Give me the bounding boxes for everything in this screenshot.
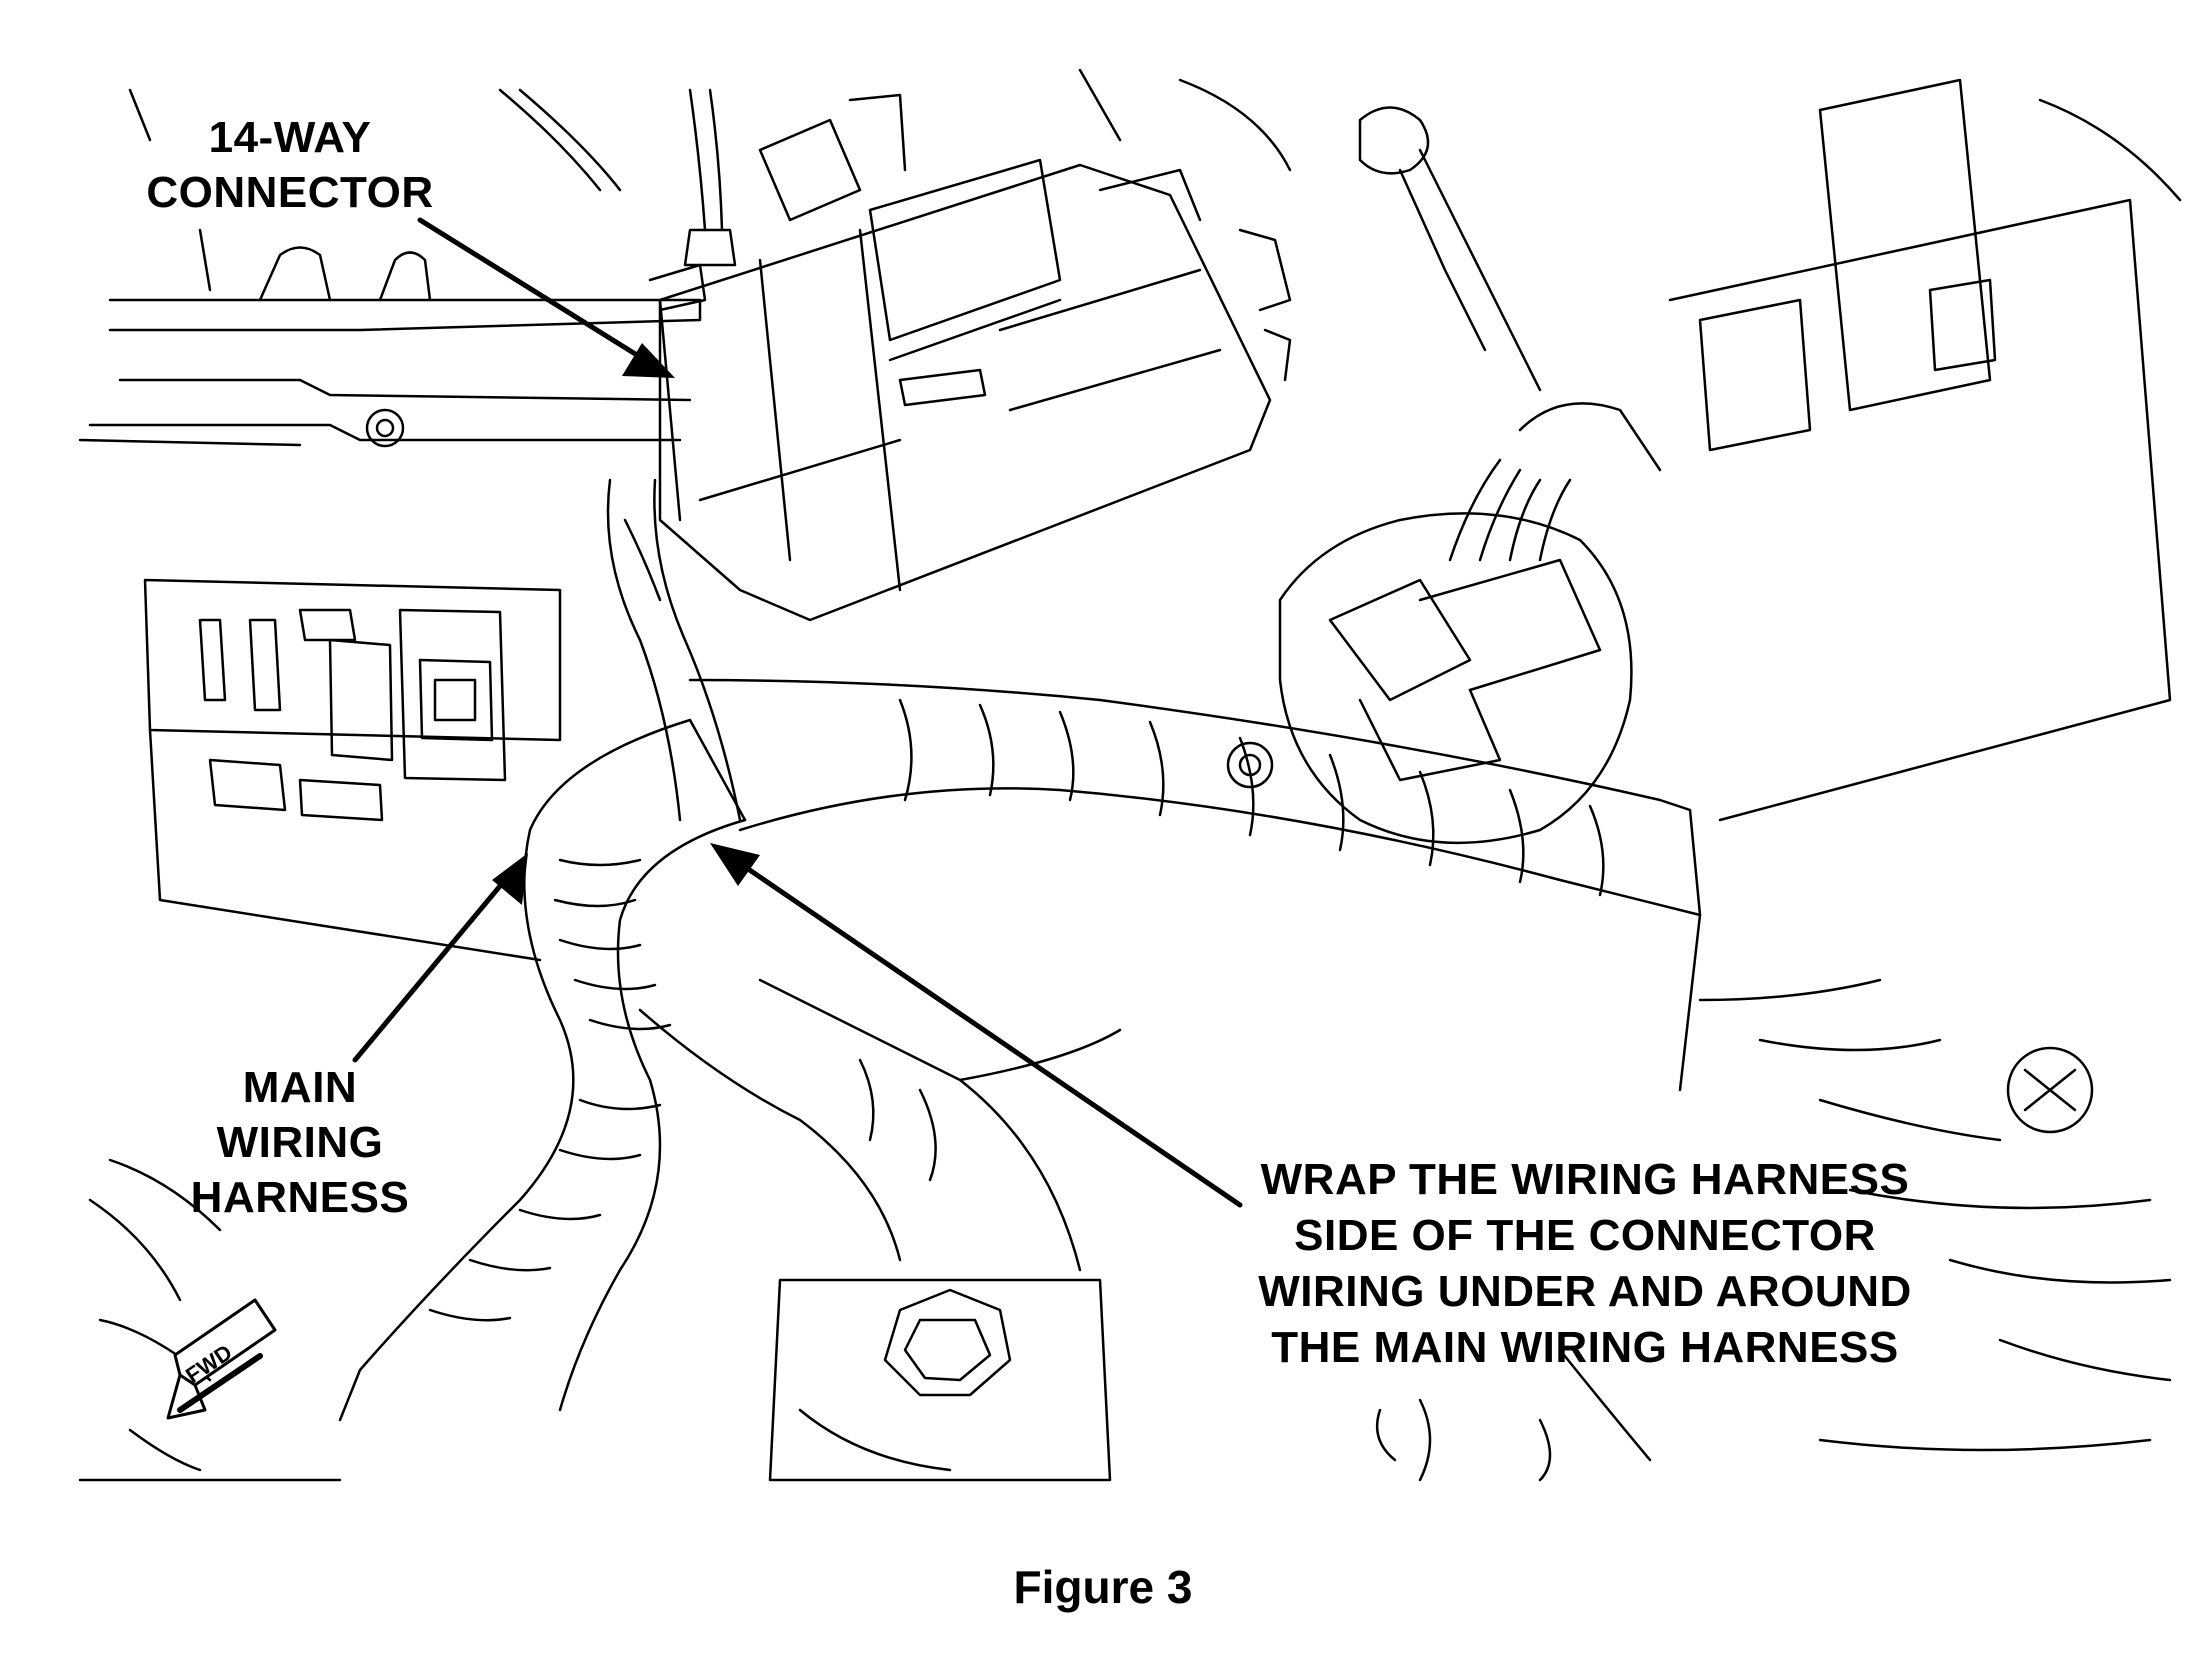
figure-caption: Figure 3 [1013, 1561, 1193, 1613]
callout-wrap-instruction: WRAP THE WIRING HARNESS SIDE OF THE CONN… [1225, 1152, 1945, 1376]
main-wiring-harness-drawing [338, 678, 1702, 1422]
relay-block-left [143, 578, 562, 962]
lower-right-housing [1375, 978, 2172, 1482]
callout-line: MAIN [242, 1063, 358, 1112]
callout-line: HARNESS [190, 1173, 410, 1222]
callout-line: WIRING [216, 1118, 384, 1167]
callout-line: WRAP THE WIRING HARNESS [1260, 1155, 1910, 1204]
lower-center-bolt [768, 1278, 1112, 1482]
14-way-connector-body [648, 158, 1292, 622]
callout-line: CONNECTOR [146, 168, 434, 217]
callout-14-way-connector: 14-WAY CONNECTOR [130, 110, 450, 220]
arrowheads [492, 343, 760, 905]
fwd-arrow-icon [166, 1298, 277, 1420]
callout-main-wiring-harness: MAIN WIRING HARNESS [160, 1060, 440, 1225]
callout-line: THE MAIN WIRING HARNESS [1271, 1323, 1899, 1372]
right-connector-assembly [1226, 402, 1662, 845]
connector-pigtail-wires [606, 478, 742, 822]
callout-line: WIRING UNDER AND AROUND [1258, 1267, 1912, 1316]
upper-right-bracket [1078, 68, 2182, 822]
callout-line: 14-WAY [208, 113, 372, 162]
upper-left-manifold [78, 88, 907, 448]
leader-arrows [352, 217, 1243, 1208]
callout-line: SIDE OF THE CONNECTOR [1294, 1211, 1876, 1260]
